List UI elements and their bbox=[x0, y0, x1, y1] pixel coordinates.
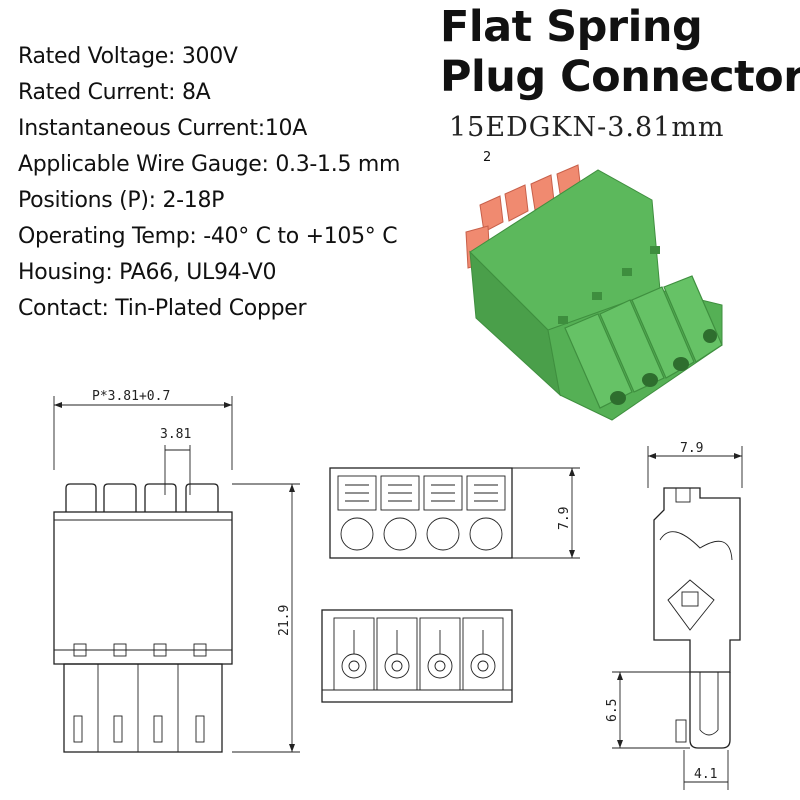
dim-height-front: 21.9 bbox=[277, 605, 292, 636]
connector-photo-icon bbox=[465, 164, 723, 421]
spec-operating-temp: Operating Temp: -40° C to +105° C bbox=[18, 224, 398, 249]
dim-width-side: 7.9 bbox=[680, 441, 703, 456]
spec-rated-voltage: Rated Voltage: 300V bbox=[18, 44, 238, 69]
dim-pin-height: 6.5 bbox=[605, 699, 620, 722]
spec-wire-gauge: Applicable Wire Gauge: 0.3-1.5 mm bbox=[18, 152, 401, 177]
top-view-drawing-icon bbox=[329, 467, 580, 559]
spec-contact: Contact: Tin-Plated Copper bbox=[18, 296, 307, 321]
front-view-drawing-icon bbox=[53, 396, 300, 753]
bottom-view-drawing-icon bbox=[321, 609, 513, 703]
title-line-2: Plug Connector bbox=[440, 52, 800, 102]
wire-gauge-superscript: 2 bbox=[483, 150, 492, 165]
spec-rated-current: Rated Current: 8A bbox=[18, 80, 211, 105]
title-line-1: Flat Spring bbox=[440, 2, 703, 52]
dim-pitch-total: P*3.81+0.7 bbox=[92, 389, 170, 404]
model-number: 15EDGKN-3.81mm bbox=[449, 112, 725, 143]
dim-pin-depth: 4.1 bbox=[694, 767, 717, 782]
spec-instantaneous-current: Instantaneous Current:10A bbox=[18, 116, 307, 141]
spec-positions: Positions (P): 2-18P bbox=[18, 188, 225, 213]
dim-pitch: 3.81 bbox=[160, 427, 191, 442]
side-section-drawing-icon bbox=[612, 446, 743, 790]
spec-housing: Housing: PA66, UL94-V0 bbox=[18, 260, 277, 285]
dim-depth-top: 7.9 bbox=[557, 507, 572, 530]
